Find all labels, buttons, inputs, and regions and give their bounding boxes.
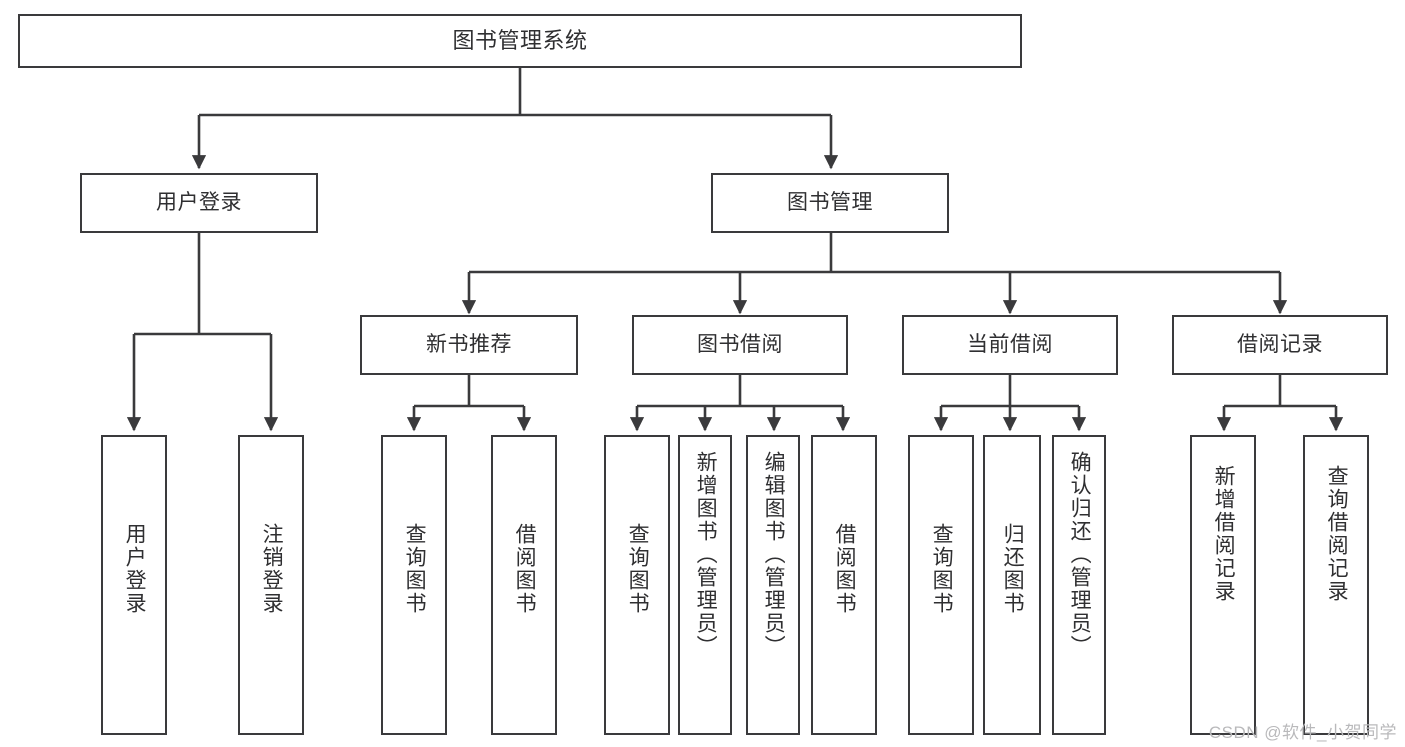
leaf-edit-book-admin[interactable]: 编辑图书（管理员） <box>746 435 800 735</box>
leaf-return-book[interactable]: 归还图书 <box>983 435 1041 735</box>
node-label: 编辑图书（管理员） <box>762 451 786 658</box>
leaf-borrow-book[interactable]: 借阅图书 <box>811 435 877 735</box>
node-label: 用户登录 <box>123 523 147 615</box>
node-label: 新书推荐 <box>426 332 512 356</box>
leaf-query-borrow-record[interactable]: 查询借阅记录 <box>1303 435 1369 735</box>
leaf-query-book-borrow[interactable]: 查询图书 <box>604 435 670 735</box>
leaf-borrow-book-recommend[interactable]: 借阅图书 <box>491 435 557 735</box>
leaf-add-borrow-record[interactable]: 新增借阅记录 <box>1190 435 1256 735</box>
node-label: 查询图书 <box>626 523 650 615</box>
node-label: 图书管理 <box>787 190 873 214</box>
node-current-borrow[interactable]: 当前借阅 <box>902 315 1118 375</box>
node-label: 新增图书（管理员） <box>694 451 718 658</box>
leaf-add-book-admin[interactable]: 新增图书（管理员） <box>678 435 732 735</box>
leaf-query-book-recommend[interactable]: 查询图书 <box>381 435 447 735</box>
node-borrow-records[interactable]: 借阅记录 <box>1172 315 1388 375</box>
node-book-borrow[interactable]: 图书借阅 <box>632 315 848 375</box>
node-book-management[interactable]: 图书管理 <box>711 173 949 233</box>
node-label: 用户登录 <box>156 190 242 214</box>
node-label: 查询借阅记录 <box>1325 465 1349 603</box>
csdn-watermark: CSDN @软件_小贺同学 <box>1208 723 1397 742</box>
node-label: 借阅记录 <box>1237 332 1323 356</box>
node-label: 归还图书 <box>1001 523 1025 615</box>
node-label: 查询图书 <box>403 523 427 615</box>
node-label: 新增借阅记录 <box>1212 465 1236 603</box>
node-label: 图书借阅 <box>697 332 783 356</box>
node-label: 确认归还（管理员） <box>1068 451 1092 658</box>
node-label: 注销登录 <box>260 523 284 615</box>
leaf-confirm-return-admin[interactable]: 确认归还（管理员） <box>1052 435 1106 735</box>
node-user-login[interactable]: 用户登录 <box>80 173 318 233</box>
leaf-query-book-current[interactable]: 查询图书 <box>908 435 974 735</box>
node-label: 查询图书 <box>930 523 954 615</box>
leaf-user-login[interactable]: 用户登录 <box>101 435 167 735</box>
node-label: 当前借阅 <box>967 332 1053 356</box>
node-label: 图书管理系统 <box>452 28 588 54</box>
leaf-logout[interactable]: 注销登录 <box>238 435 304 735</box>
node-label: 借阅图书 <box>513 523 537 615</box>
node-label: 借阅图书 <box>833 523 857 615</box>
node-new-book-recommend[interactable]: 新书推荐 <box>360 315 578 375</box>
node-root-system[interactable]: 图书管理系统 <box>18 14 1022 68</box>
